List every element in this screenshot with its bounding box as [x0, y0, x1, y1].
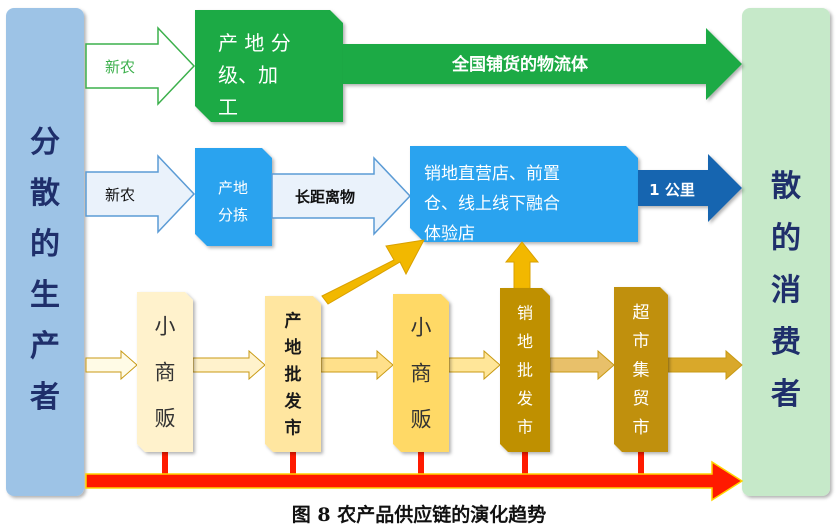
row3-tick [522, 452, 528, 474]
row3-box-char: 产 [285, 310, 302, 331]
row3-connector-arrow [320, 349, 394, 381]
pillar-char: 的 [771, 221, 801, 256]
row1-box-line: 产 地 分 [218, 31, 291, 55]
row2-store-box [410, 146, 638, 242]
row2-box-line: 产地 [218, 179, 248, 197]
row3-box-char: 商 [155, 360, 176, 384]
row3-box-char: 地 [517, 332, 533, 351]
row3-box-char: 批 [517, 361, 533, 380]
row3-box [500, 288, 550, 452]
pillar-char: 生 [30, 278, 60, 313]
row3-box-char: 超 [633, 303, 650, 323]
bottom-direct-arrow [85, 460, 744, 502]
row3-box-char: 地 [285, 337, 302, 358]
row3-tick [418, 452, 424, 474]
row2-source-arrow [85, 154, 196, 234]
row3-box-char: 贩 [411, 407, 432, 431]
row2-sorting-box [195, 148, 272, 246]
row2-store-line: 仓、线上线下融合 [424, 194, 560, 214]
row1-box-line: 工 [218, 95, 238, 119]
row2-source-label: 新农 [105, 186, 135, 204]
row2-longhaul-label: 长距离物 [295, 188, 355, 206]
row3-box-char: 商 [411, 361, 432, 385]
row3-connectors [85, 349, 743, 381]
row3-box-char: 贩 [155, 406, 176, 430]
pillar-char: 散 [30, 176, 60, 211]
row1-source-arrow [85, 26, 196, 106]
row1-logistics-label: 全国铺货的物流体 [451, 54, 589, 75]
row1-source-label: 新农 [105, 58, 135, 76]
row3-box-char: 发 [284, 391, 303, 412]
row3-box [393, 294, 449, 452]
pillar-char: 产 [30, 329, 60, 364]
row3-box-char: 小 [155, 314, 176, 338]
row3-box-char: 小 [411, 315, 432, 339]
row2-store-line: 体验店 [424, 224, 475, 244]
row3-box-char: 市 [517, 418, 533, 437]
row2-store-line: 销地直营店、前置 [424, 164, 560, 184]
pillar-char: 的 [30, 227, 60, 262]
row3-box [137, 292, 193, 452]
vertical-up-arrow [504, 241, 540, 291]
row1-box-line: 级、加 [218, 63, 278, 87]
row3-connector-arrow [85, 349, 138, 381]
row1-logistics-arrow [343, 28, 742, 100]
row3-box-char: 批 [285, 364, 302, 385]
right-pillar [742, 8, 830, 496]
row3-connector-arrow [192, 349, 266, 381]
row3-box-char: 贸 [633, 389, 650, 409]
row3-box-char: 销 [517, 304, 533, 323]
left-pillar [6, 8, 84, 496]
figure-caption: 图 8 农产品供应链的演化趋势 [291, 504, 547, 526]
row3-connector-arrow [448, 349, 501, 381]
pillar-char: 消 [771, 273, 801, 308]
row3-box-char: 市 [633, 418, 650, 438]
row3-tick [162, 452, 168, 474]
row3-box [265, 296, 321, 452]
row2-box-line: 分拣 [218, 206, 248, 224]
row3-connector-arrow [549, 349, 615, 381]
pillar-char: 者 [30, 380, 60, 415]
row1-process-box [195, 10, 343, 122]
row3-box-char: 市 [633, 332, 650, 352]
row3-box-char: 发 [517, 389, 533, 408]
pillar-char: 散 [771, 169, 801, 204]
row3-connector-arrow [667, 349, 743, 381]
row2-final-arrow [638, 154, 742, 222]
row3-tick [290, 452, 296, 474]
row3-box-char: 集 [633, 360, 650, 380]
row3-box-char: 市 [285, 418, 302, 439]
pillar-char: 分 [30, 125, 60, 160]
row3-box [614, 287, 668, 452]
pillar-char: 费 [771, 325, 801, 360]
row3-tick [638, 452, 644, 474]
row2-longhaul-arrow [271, 156, 412, 236]
row2-final-label: 1 公里 [649, 181, 695, 199]
diagonal-up-arrow [321, 239, 425, 305]
pillar-char: 者 [771, 377, 801, 412]
